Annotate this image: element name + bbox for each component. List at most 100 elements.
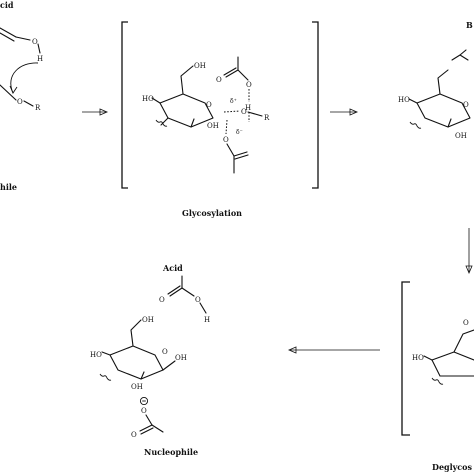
nuc-co-bond	[226, 143, 235, 157]
product-c2-bond	[140, 371, 145, 380]
intermediate-c2-oh: OH	[455, 132, 467, 140]
product-acid-cdbl	[169, 287, 183, 297]
c6-hydroxymethyl	[180, 65, 194, 95]
curved-electron-arrow	[10, 62, 39, 94]
product-nuc-methyl	[151, 424, 164, 433]
left-bracket	[121, 21, 128, 189]
oxygen-r-bond	[23, 100, 34, 107]
product-acid-o2: O	[195, 296, 201, 304]
acetate-co	[237, 69, 249, 81]
acetate-o2: O	[246, 81, 252, 89]
product-acid-o1: O	[159, 296, 165, 304]
leaving-r: R	[264, 114, 270, 122]
arrow-to-intermediate	[330, 108, 359, 116]
aglycone-r: R	[35, 104, 41, 112]
base-fragment	[451, 54, 469, 61]
label-glycosylation: Glycosylation	[182, 208, 242, 218]
deglyco-c6	[453, 329, 474, 353]
c6-oh: OH	[194, 62, 206, 70]
negative-charge-circle	[139, 396, 149, 406]
product-acid-h: H	[204, 316, 210, 324]
label-deglycosylation: Deglycos	[432, 462, 473, 472]
ts-hydrogen: H	[245, 104, 251, 112]
acid-bond	[0, 27, 17, 38]
intermediate-sugar-ring	[416, 93, 471, 128]
product-sugar-ring	[109, 345, 164, 380]
product-nuc-cdbl	[139, 424, 153, 432]
product-acid-cdbl2	[167, 285, 181, 295]
acetate-o1: O	[216, 76, 222, 84]
acid-co-bond	[15, 36, 31, 41]
product-nuc-o1: O	[141, 407, 147, 415]
label-nucleophile-bottom: Nucleophile	[144, 447, 198, 457]
label-acid-bottom: Acid	[162, 263, 183, 273]
delta-minus: δ⁻	[236, 129, 243, 136]
deglyco-wavy	[431, 377, 444, 385]
c4-oh-bond	[151, 97, 161, 104]
nuc-cdbl2	[234, 154, 249, 160]
intermediate-ring-oxygen: O	[463, 101, 469, 109]
deglyco-ring-top	[431, 351, 474, 361]
intermediate-wavy	[409, 121, 422, 129]
deglyco-c4-ho: HO	[412, 354, 424, 362]
acid-oxygen: O	[32, 38, 38, 46]
panel-glycosylation-transition-state: O O H OH O HO OH O R δ⁺ δ⁻ O Glycosylati…	[121, 21, 319, 218]
glycosidic-oxygen: O	[17, 98, 23, 106]
arrow-to-product	[287, 346, 380, 354]
partial-bond-leaving	[223, 110, 241, 113]
label-acid-top: cid	[0, 0, 14, 10]
product-c6-oh: OH	[142, 316, 154, 324]
intermediate-c2-bond	[447, 118, 452, 128]
sugar-ring	[159, 93, 214, 128]
curved-arrow-head	[9, 85, 18, 94]
nuc-cdbl	[233, 151, 248, 157]
nucleophile-oxygen: O	[223, 136, 229, 144]
panel-covalent-intermediate: B O HO OH	[398, 20, 473, 140]
label-nucleophile-top: hile	[0, 182, 17, 192]
product-c6	[130, 319, 142, 347]
product-c4-bond	[101, 351, 111, 356]
panel-deglycosylation-transition-state: O HO Deglycos	[401, 281, 474, 472]
acetate-cdbl2	[223, 67, 237, 76]
right-bracket	[312, 21, 319, 189]
ring-oxygen: O	[206, 101, 212, 109]
product-acid-oh	[199, 302, 207, 314]
acid-oh-bond	[37, 43, 41, 54]
panel-initial-state: cid O H O R hile	[0, 0, 43, 192]
product-nuc-o2: O	[131, 431, 137, 439]
product-nuc-co	[145, 414, 153, 426]
product-c2-oh: OH	[131, 383, 143, 391]
acid-hydrogen: H	[37, 55, 43, 63]
product-nuc-cdbl2	[140, 427, 154, 435]
partial-bond-nucleophile	[225, 119, 228, 135]
c2-oh-bond	[190, 118, 195, 128]
panel-product: Acid O O H OH O HO OH OH O O Nucleophile	[90, 263, 210, 457]
deglyco-c4-bond	[423, 355, 433, 361]
product-c1-oh-bond	[162, 360, 176, 371]
glycosidic-bond	[0, 84, 17, 101]
product-ring-oxygen: O	[162, 348, 168, 356]
product-acid-co	[181, 287, 195, 297]
product-wavy	[99, 373, 112, 381]
wavy-attachment	[160, 117, 169, 126]
base-fragment-2	[459, 49, 467, 56]
label-base-top: B	[466, 20, 473, 30]
arrow-to-deglycosylation	[465, 228, 473, 275]
arrow-to-transition-state	[82, 108, 109, 116]
intermediate-c6	[437, 69, 449, 95]
deglyco-top-oxygen: O	[463, 319, 469, 327]
leaving-r-bond	[247, 111, 263, 117]
intermediate-c4-bond	[408, 98, 418, 104]
acid-double-bond	[0, 32, 15, 42]
acetate-cdbl	[225, 69, 239, 78]
product-c4-ho: HO	[90, 351, 102, 359]
c2-oh: OH	[207, 122, 219, 130]
wavy-line	[155, 119, 168, 127]
c4-ho: HO	[142, 95, 154, 103]
deglyco-ring-bottom	[431, 359, 474, 377]
leaving-oxygen: O	[241, 108, 247, 116]
deglyco-left-bracket	[401, 281, 410, 436]
delta-plus: δ⁺	[230, 98, 237, 105]
product-c1-oh: OH	[175, 354, 187, 362]
